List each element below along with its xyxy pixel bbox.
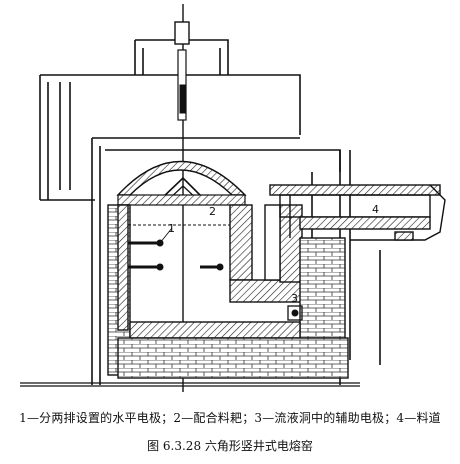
furnace-crown	[116, 160, 247, 206]
figure-caption: 图 6.3.28 六角形竖井式电熔窑	[147, 439, 313, 453]
forehearth	[269, 184, 446, 241]
refractory-walls	[107, 204, 349, 379]
label-2: 2	[209, 205, 216, 218]
furnace-diagram: 1 2 3 4	[20, 4, 446, 392]
figure-legend: 1—分两排设置的水平电极；2—配合料耙；3—流液洞中的辅助电极；4—料道	[19, 411, 441, 425]
label-3: 3	[291, 292, 298, 305]
horizontal-electrodes	[128, 227, 224, 271]
label-4: 4	[372, 203, 379, 216]
label-1: 1	[168, 222, 175, 235]
ground-line	[20, 382, 360, 387]
throat-electrode	[287, 305, 303, 321]
